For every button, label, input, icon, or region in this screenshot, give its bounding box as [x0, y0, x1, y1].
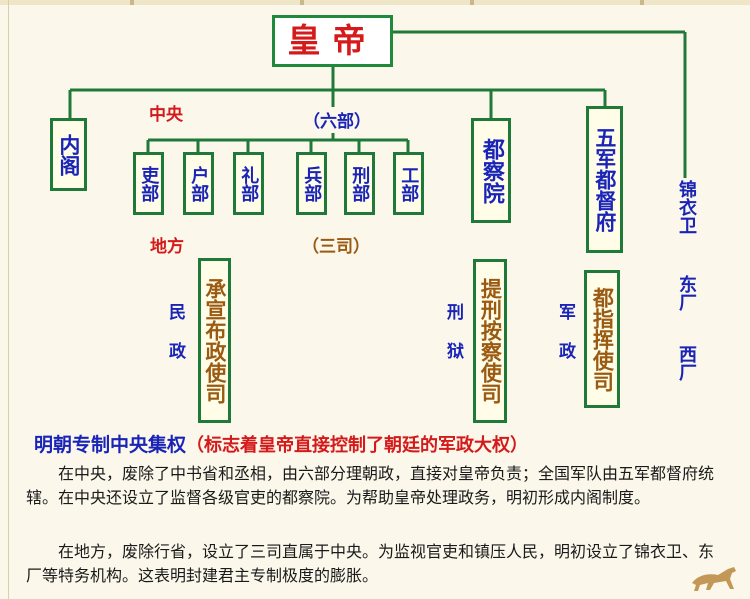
ministry-revenue-box: 户部 — [183, 152, 214, 215]
censorate-box: 都察院 — [471, 118, 511, 223]
ministry-justice-label: 刑部 — [349, 165, 371, 202]
emperor-box: 皇帝 — [272, 15, 393, 67]
judicial-label: 刑狱 — [443, 303, 463, 381]
military-commission-label: 五军都督府 — [592, 127, 617, 232]
border-tick — [300, 0, 304, 5]
provincial-surveillance-box: 提刑按察使司 — [473, 259, 507, 423]
west-depot-label: 西厂 — [676, 345, 697, 381]
paragraph-local: 在地方，废除行省，设立了三司直属于中央。为监视官吏和镇压人民，明初设立了锦衣卫、… — [26, 542, 715, 585]
provincial-surveillance-label: 提刑按察使司 — [478, 278, 503, 404]
border-tick — [470, 0, 474, 5]
grand-secretariat-box: 内阁 — [50, 118, 87, 191]
censorate-label: 都察院 — [478, 137, 504, 204]
ministry-war-box: 兵部 — [296, 152, 327, 215]
border-tick — [640, 0, 644, 5]
ministry-works-label: 工部 — [398, 165, 420, 202]
military-label: 军政 — [555, 303, 575, 381]
horse-icon — [692, 567, 736, 591]
civil-label: 民政 — [165, 303, 185, 381]
ministry-revenue-label: 户部 — [188, 165, 210, 202]
ministry-rites-box: 礼部 — [233, 152, 264, 215]
summary-title: 明朝专制中央集权（标志着皇帝直接控制了朝廷的军政大权） — [34, 430, 528, 457]
ministry-personnel-label: 吏部 — [138, 165, 160, 202]
border-tick — [130, 0, 134, 5]
provincial-admin-label: 承宣布政使司 — [202, 277, 227, 404]
guards-label: 锦衣卫 — [676, 180, 697, 234]
grand-secretariat-label: 内阁 — [56, 133, 81, 176]
emperor-label: 皇帝 — [287, 21, 378, 61]
central-label: 中央 — [149, 105, 183, 125]
three-offices-label: （三司） — [302, 237, 370, 257]
provincial-admin-box: 承宣布政使司 — [198, 258, 231, 423]
ministry-rites-label: 礼部 — [238, 165, 260, 202]
east-depot-label: 东厂 — [676, 275, 697, 311]
title-note: （标志着皇帝直接控制了朝廷的军政大权） — [186, 435, 529, 456]
paragraph-central: 在中央，废除了中书省和丞相，由六部分理朝政，直接对皇帝负责；全国军队由五军都督府… — [26, 464, 715, 507]
regional-military-box: 都指挥使司 — [584, 270, 620, 408]
title-main: 明朝专制中央集权 — [34, 434, 187, 456]
top-border — [0, 0, 750, 5]
ministry-works-box: 工部 — [393, 152, 424, 215]
ministry-justice-box: 刑部 — [344, 152, 375, 215]
local-label: 地方 — [150, 237, 184, 257]
regional-military-label: 都指挥使司 — [590, 286, 615, 392]
six-ministries-label: （六部） — [303, 112, 371, 132]
military-commission-box: 五军都督府 — [586, 106, 623, 253]
ministry-war-label: 兵部 — [301, 165, 323, 202]
ministry-personnel-box: 吏部 — [133, 152, 164, 215]
side-rule — [8, 0, 9, 599]
